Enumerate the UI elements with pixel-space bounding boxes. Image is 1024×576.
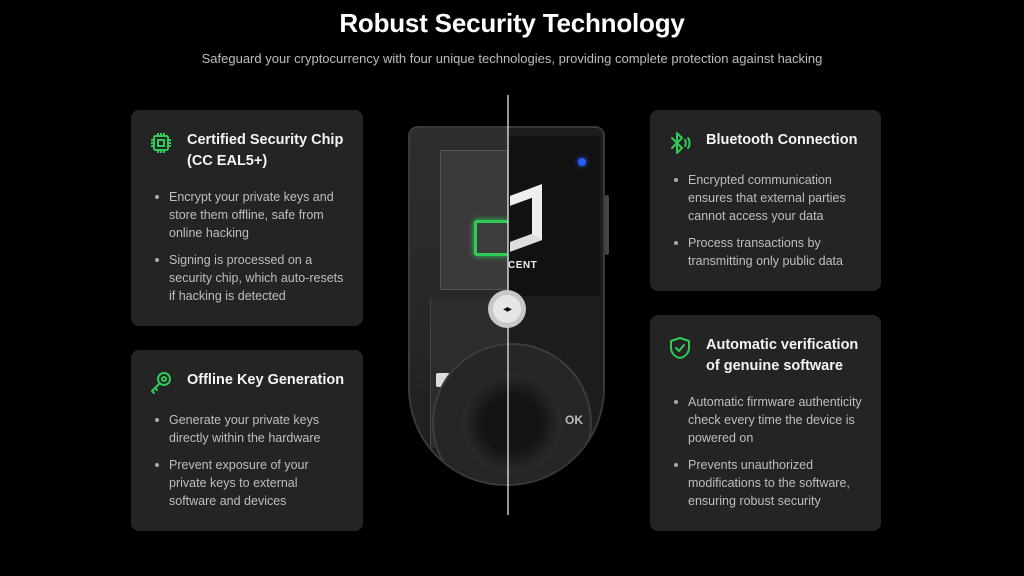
key-icon — [150, 372, 171, 394]
card-bullet: Process transactions by transmitting onl… — [672, 234, 863, 270]
comparison-slider-handle[interactable]: ◂▸ — [488, 290, 526, 328]
card-title: Bluetooth Connection — [706, 132, 858, 148]
chip-icon — [151, 133, 171, 153]
card-bluetooth: Bluetooth Connection Encrypted communica… — [650, 110, 881, 291]
card-bullet: Signing is processed on a security chip,… — [153, 251, 345, 305]
card-title: Automatic verification of genuine softwa… — [706, 337, 859, 374]
card-bullet: Prevents unauthorized modifications to t… — [672, 456, 863, 510]
card-offline-key: Offline Key Generation Generate your pri… — [131, 350, 363, 531]
device-screen: CENT — [508, 136, 600, 296]
brand-logo-icon — [510, 184, 542, 252]
card-title: Offline Key Generation — [187, 372, 345, 388]
arrows-left-right-icon: ◂▸ — [502, 303, 512, 315]
side-button — [605, 195, 609, 255]
page-subtitle: Safeguard your cryptocurrency with four … — [201, 51, 823, 66]
fingerprint-sensor — [462, 373, 562, 473]
card-bullet: Prevent exposure of your private keys to… — [153, 456, 345, 510]
card-bullet: Encrypt your private keys and store them… — [153, 188, 345, 242]
card-security-chip: Certified Security Chip (CC EAL5+) Encry… — [131, 110, 363, 326]
status-led — [578, 158, 586, 166]
card-software-verification: Automatic verification of genuine softwa… — [650, 315, 881, 531]
card-bullet: Automatic firmware authenticity check ev… — [672, 393, 863, 447]
card-bullet: Encrypted communication ensures that ext… — [672, 171, 863, 225]
security-chip-highlight — [474, 220, 508, 256]
bluetooth-icon — [671, 132, 691, 154]
shield-check-icon — [670, 337, 690, 359]
card-bullet: Generate your private keys directly with… — [153, 411, 345, 447]
page-title: Robust Security Technology — [339, 8, 685, 38]
device-comparison-image: CENT OK ◂▸ — [405, 95, 610, 535]
ok-button-label: OK — [565, 413, 583, 427]
card-title: Certified Security Chip (CC EAL5+) — [187, 132, 344, 169]
brand-logo-text: CENT — [508, 260, 538, 271]
